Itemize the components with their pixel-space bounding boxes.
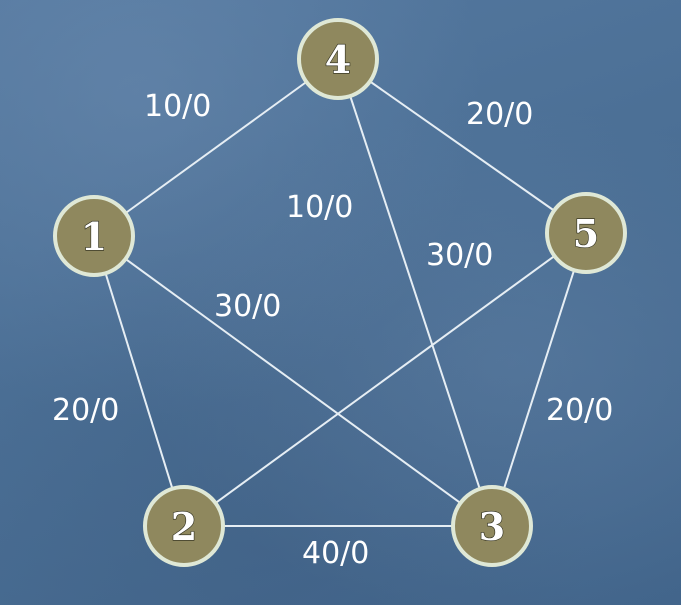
- edge-label-1-2: 20/0: [52, 393, 119, 428]
- node-label-4: 4: [325, 37, 351, 82]
- edge-label-5-3: 20/0: [546, 393, 613, 428]
- node-1: 1: [53, 195, 135, 277]
- node-2: 2: [143, 485, 225, 567]
- edges: [93, 58, 587, 527]
- node-circle-5: [545, 192, 627, 274]
- edge-5-3: [491, 232, 587, 527]
- node-circle-1: [53, 195, 135, 277]
- edge-label-1-4: 10/0: [144, 89, 211, 124]
- edge-labels: 10/0 20/0 10/0 30/0 30/0 20/0 20/0 40/0: [52, 89, 613, 571]
- node-label-5: 5: [573, 211, 599, 256]
- node-4: 4: [297, 18, 379, 100]
- edge-label-4-3: 10/0: [286, 190, 353, 225]
- edge-label-2-3: 40/0: [302, 536, 369, 571]
- node-label-1: 1: [81, 214, 107, 259]
- node-5: 5: [545, 192, 627, 274]
- edge-1-2: [93, 235, 185, 527]
- edge-1-3: [93, 235, 493, 527]
- node-3: 3: [451, 485, 533, 567]
- node-label-2: 2: [171, 504, 197, 549]
- node-circle-4: [297, 18, 379, 100]
- node-circle-3: [451, 485, 533, 567]
- edge-5-2: [183, 232, 587, 527]
- node-circle-2: [143, 485, 225, 567]
- edge-4-3: [337, 58, 493, 527]
- edge-1-4: [93, 58, 339, 237]
- edge-label-5-2: 30/0: [426, 238, 493, 273]
- node-label-3: 3: [479, 504, 505, 549]
- edge-label-1-3: 30/0: [214, 289, 281, 324]
- edge-label-4-5: 20/0: [466, 97, 533, 132]
- edge-4-5: [337, 58, 587, 234]
